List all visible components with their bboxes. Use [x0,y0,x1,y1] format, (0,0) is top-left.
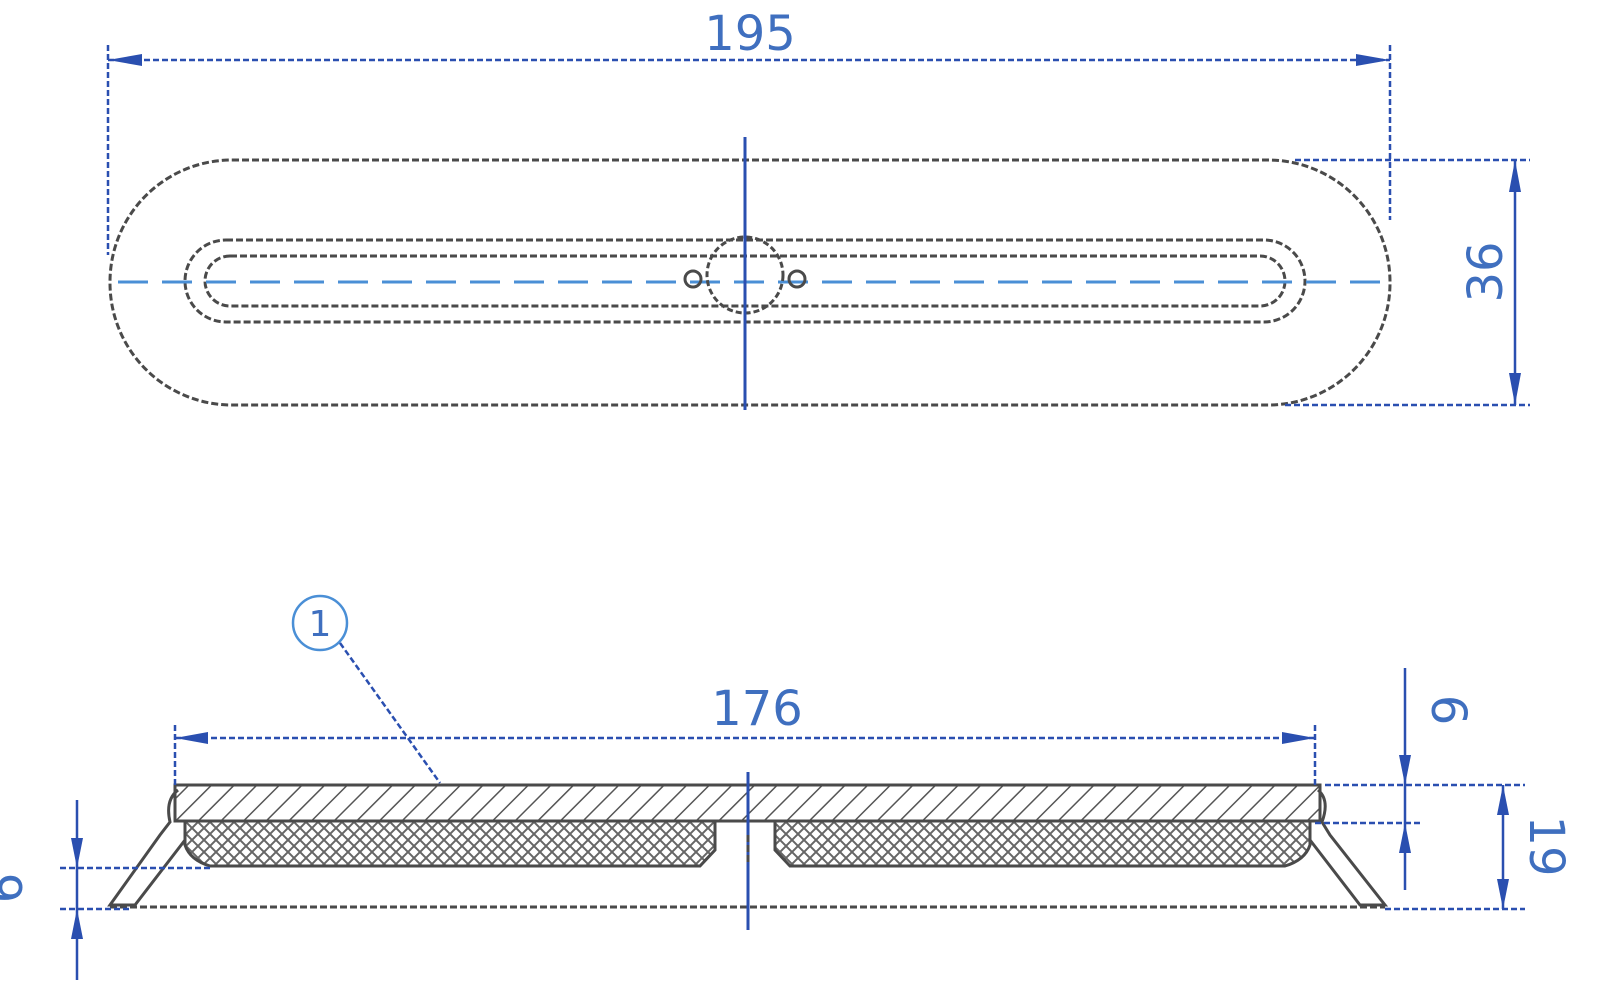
balloon-leader [338,642,442,784]
dimension-6-top: 6 [1315,668,1525,890]
dimension-176-label: 176 [711,681,803,737]
dimension-176: 176 [173,681,1317,785]
dimension-6-bottom-label: 6 [0,873,34,904]
dimension-6-bottom: 6 [0,800,210,980]
dimension-36-label: 36 [1458,241,1514,302]
dimension-19: 19 [1385,785,1574,911]
dimension-19-label: 19 [1518,815,1574,876]
center-hole-small-left [683,269,703,289]
dimension-195-label: 195 [704,6,796,62]
dimension-6-top-label: 6 [1420,695,1476,726]
lip-right [1308,788,1389,907]
balloon-callout-1: 1 [291,594,442,784]
center-hole-small-right [787,269,807,289]
dimension-36: 36 [1285,158,1530,407]
lower-pad-right [773,819,1312,868]
side-view: 176 6 19 6 [0,594,1574,980]
balloon-label: 1 [309,604,332,645]
balloon-circle [291,594,349,652]
dimension-195: 195 [106,6,1392,255]
lip-left [107,788,187,907]
lower-pad-left [183,819,717,868]
top-view: 195 36 [106,6,1530,410]
